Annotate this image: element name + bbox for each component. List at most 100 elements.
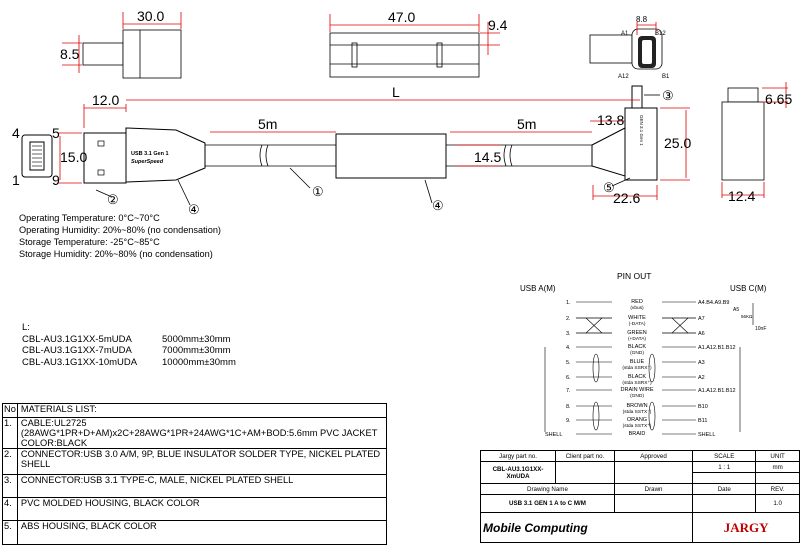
pin-a-number: 8. [566,404,571,410]
dim-c-width: 8.8 [636,15,648,24]
tb-rev: 1.0 [755,494,800,513]
pin-c-number: A4.B4.A9.B9 [698,300,730,306]
face-pin-4: 4 [12,125,20,141]
face-pin-5: 5 [52,125,60,141]
tb-h-drawn: Drawn [613,483,694,495]
pin-wire-name: BRAID [629,431,646,437]
dim-right-height: 6.65 [765,91,792,107]
pin-c-number: B10 [698,404,708,410]
dim-a-plug-height: 15.0 [60,149,87,165]
tb-h-rev: REV. [755,483,800,495]
tb-h-client: Client part no. [555,450,615,462]
callout-2: ② [107,192,119,207]
c-plug-label: GEN 3.1 Gen 1 [639,115,644,146]
tb-h-unit: UNIT [755,450,800,462]
dim-offset: 12.0 [92,92,119,108]
mat-no-2: 2. [2,448,18,475]
env-op-hum: Operating Humidity: 20%~80% (no condensa… [19,225,221,235]
len-val-3: 10000mm±30mm [162,356,236,368]
dim-c-side: 13.8 [597,112,624,128]
tb-h-drawing: Drawing Name [480,483,615,495]
tb-h-approved: Approved [613,450,694,462]
pin-wire-signal: (vbus) [630,305,644,311]
dim-mid-height: 14.5 [474,149,501,165]
pin-c-number: A3 [698,360,705,366]
pin-c-number: A6 [698,331,705,337]
right-side-view [721,82,788,198]
capacitor: 10nF [755,326,766,332]
resistor-value: 56KΩ [741,314,753,319]
tb-drawing: USB 3.1 GEN 1 A to C M/M [480,494,615,513]
dim-c-height: 25.0 [664,135,691,151]
pin-a-number: 2. [566,316,571,322]
environment-specs: Operating Temperature: 0°C~70°C Operatin… [19,212,221,260]
tb-h-date: Date [692,483,757,495]
pinout-title: PIN OUT [617,271,651,281]
pin-wire-signal: (stda SSTX⁺) [623,423,652,429]
pin-wire-name: RED [631,299,643,305]
dim-mid-length: 47.0 [388,9,415,25]
env-st-temp: Storage Temperature: -25°C~85°C [19,237,160,247]
pin-a-number: SHELL [545,432,562,438]
pin-c-number: A1.A12.B1.B12 [698,388,736,394]
plug-label-2: SuperSpeed [131,159,164,165]
mat-item-3: CONNECTOR:USB 3.1 TYPE-C, MALE, NICKEL P… [16,474,387,498]
pin-wire-name: DRAIN WIRE [621,387,654,393]
callout-3: ③ [662,88,674,103]
pin-c-number: A2 [698,375,705,381]
dim-a-length: 30.0 [137,8,164,24]
face-pin-9: 9 [52,172,60,188]
pin-c-number: A7 [698,316,705,322]
dim-c-depth: 22.6 [613,190,640,206]
len-val-2: 7000mm±30mm [162,345,231,356]
pin-wire-name: WHITE [628,315,646,321]
pin-wire-signal: (GND) [630,393,644,399]
pin-wire-signal: (-DATA) [629,321,646,327]
tb-h-scale: SCALE [692,450,757,462]
pin-wire-signal: (GND) [630,350,644,356]
pin-wire-name: GREEN [627,330,647,336]
pin-a-number: 9. [566,418,571,424]
dim-mid-thickness: 9.4 [488,17,508,33]
mat-h-title: MATERIALS LIST: [16,403,387,418]
pin-wire-signal: (stda SSRX⁺) [622,380,652,386]
pin-wire-name: BLACK [628,374,646,380]
mat-item-4: PVC MOLDED HOUSING, BLACK COLOR [16,497,387,521]
pin-c-number: SHELL [698,432,715,438]
pin-b1: B1 [662,74,670,80]
pin-a-number: 7. [566,388,571,394]
tb-h-jargy: Jargy part no. [479,450,557,462]
pin-wire-name: BLACK [628,344,646,350]
pin-c-number: A1.A12.B1.B12 [698,345,736,351]
pin-wire-signal: (stda SSTX⁻) [623,409,652,415]
cable-assembly [21,85,690,206]
dim-segment-1: 5m [258,116,277,132]
mat-item-1: CABLE:UL2725 (28AWG*1PR+D+AM)x2C+28AWG*1… [16,417,387,449]
mid-molding-top-view [329,14,500,78]
mat-no-5: 5. [2,520,18,545]
pin-a-number: 5. [566,360,571,366]
resistor-pin: A5 [733,307,739,313]
len-val-1: 5000mm±30mm [162,333,231,345]
pin-b12: B12 [655,31,666,37]
tb-scale: 1 : 1 [692,461,757,473]
pin-wire-signal: (+DATA) [628,336,646,342]
pin-c-number: B11 [698,418,707,424]
plug-label-1: USB 3.1 Gen 1 [131,151,169,157]
pin-wire-name: BLUE [630,359,645,365]
pin-wire-name: ORANG [627,417,647,423]
len-part-3: CBL-AU3.1G1XX-10mUDA [22,356,138,368]
pin-a-number: 6. [566,375,571,381]
len-part-1: CBL-AU3.1G1XX-5mUDA [22,333,132,345]
pin-a1: A1 [621,31,629,37]
mat-no-4: 4. [2,497,18,521]
pin-a-number: 4. [566,345,571,351]
pin-a-number: 1. [566,300,571,306]
env-st-hum: Storage Humidity: 20%~80% (no condensati… [19,249,213,259]
pinout-left: USB A(M) [520,284,556,293]
a-plug-top-view [62,12,182,79]
